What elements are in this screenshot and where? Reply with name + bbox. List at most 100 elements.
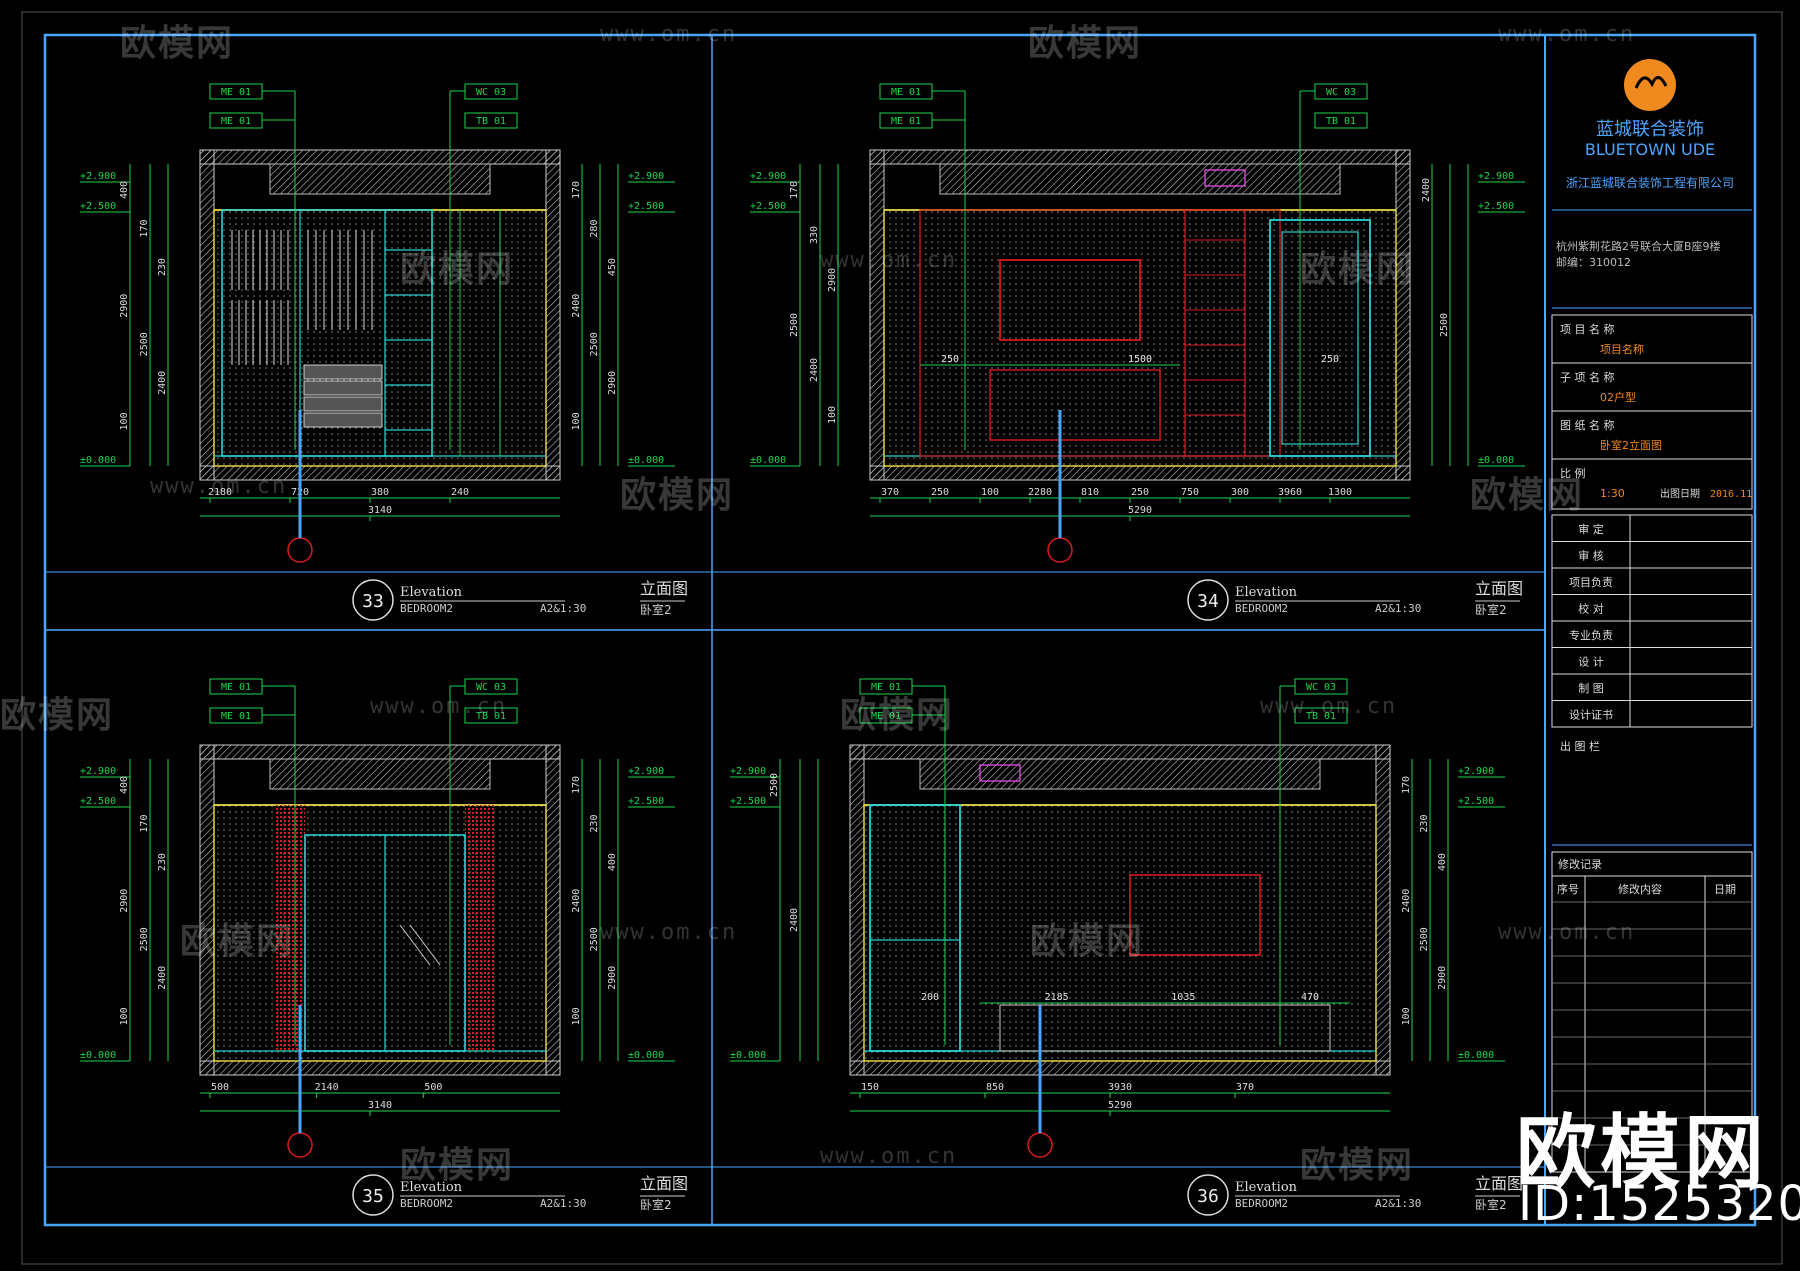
side-cabinet (1184, 209, 1246, 457)
material-tag-box (1314, 112, 1368, 129)
revision-label: 修改记录 (1558, 857, 1602, 871)
dimension-text-left: 170 (139, 220, 150, 238)
ceiling-slab (849, 744, 1391, 760)
signoff-label: 校 对 (1578, 602, 1604, 616)
level-mark-right: ±0.000 (1458, 1050, 1494, 1061)
dimension-text-bottom: 2140 (315, 1082, 339, 1093)
material-tag-tb01: TB 01 (1306, 711, 1336, 722)
door-leaf (1281, 231, 1359, 445)
wall-finish (213, 804, 547, 1062)
revision-col-header: 日期 (1714, 883, 1736, 896)
elevation-scale: A2&1:30 (540, 1197, 586, 1210)
floor-slab (199, 465, 561, 481)
company-name: 浙江蓝城联合装饰工程有限公司 (1566, 175, 1734, 190)
tv-panel (999, 259, 1141, 341)
level-mark-left: +2.500 (80, 796, 116, 807)
dimension-text-left: 230 (157, 258, 168, 276)
dimension-text-inner: 250 (941, 354, 959, 365)
dimension-text-left: 100 (827, 406, 838, 424)
dimension-text-right: 2900 (607, 371, 618, 395)
level-mark-left: +2.900 (750, 171, 786, 182)
dimension-text-left: 330 (809, 226, 820, 244)
bed-base (999, 1004, 1331, 1052)
elevation-room-cn: 卧室2 (1475, 1197, 1507, 1212)
material-tag-me01: ME 01 (891, 87, 921, 98)
ceiling-slab (199, 149, 561, 165)
dimension-text-bottom: 5290 (1128, 505, 1152, 516)
dimension-text-left: 230 (157, 853, 168, 871)
elevation-room-cn: 卧室2 (640, 602, 672, 617)
dimension-text-right: 400 (1437, 853, 1448, 871)
level-mark-right: +2.500 (628, 201, 664, 212)
material-tag-wc03: WC 03 (1306, 682, 1336, 693)
material-tag-me01: ME 01 (221, 682, 251, 693)
dimension-text-right: 400 (607, 853, 618, 871)
dimension-text-bottom: 100 (981, 487, 999, 498)
material-tag-tb01: TB 01 (476, 116, 506, 127)
info-value: 卧室2立面图 (1600, 438, 1662, 452)
drawer (303, 380, 383, 396)
info-label: 项 目 名 称 (1560, 322, 1615, 336)
material-tag-tb01: TB 01 (1326, 116, 1356, 127)
dimension-text-bottom: 300 (1231, 487, 1249, 498)
dimension-text-bottom: 810 (1081, 487, 1099, 498)
dimension-text-bottom: 3140 (368, 505, 392, 516)
elevation-number-circle (352, 579, 394, 621)
dimension-text-right: 100 (571, 1007, 582, 1025)
elevation-title-cn: 立面图 (640, 1174, 688, 1193)
ceiling-soffit (269, 758, 491, 790)
material-tag-me01: ME 01 (221, 116, 251, 127)
outer-border (21, 11, 1783, 1265)
info-label: 图 纸 名 称 (1560, 418, 1615, 432)
watermark-id: ID:1525320 (1518, 1176, 1800, 1232)
dimension-text-left: 2400 (157, 371, 168, 395)
signoff-label: 设 计 (1578, 656, 1604, 669)
dimension-text-inner: 250 (1321, 354, 1339, 365)
glass-reflection (409, 924, 441, 966)
dimension-text-left: 400 (119, 776, 130, 794)
level-mark-right: +2.900 (628, 766, 664, 777)
info-value: 02户型 (1600, 390, 1636, 404)
dimension-text-left: 2900 (119, 294, 130, 318)
elevation-title-cn: 立面图 (640, 579, 688, 598)
dimension-text-left: 100 (119, 1007, 130, 1025)
drawer (303, 364, 383, 380)
dimension-text-right: 280 (589, 220, 600, 238)
dimension-text-bottom: 240 (451, 487, 469, 498)
feature-wall (919, 209, 1281, 457)
curtain-right (465, 805, 495, 1051)
right-wall (1395, 149, 1411, 481)
material-tag-wc03: WC 03 (476, 682, 506, 693)
dimension-text-bottom: 5290 (1108, 1100, 1132, 1111)
dimension-text-left: 400 (119, 181, 130, 199)
level-mark-right: ±0.000 (628, 1050, 664, 1061)
revision-box (1551, 851, 1753, 1173)
door-frame (869, 804, 961, 1052)
dimension-text-bottom: 380 (371, 487, 389, 498)
dimension-text-bottom: 370 (881, 487, 899, 498)
material-tag-wc03: WC 03 (1326, 87, 1356, 98)
material-tag-me01: ME 01 (221, 87, 251, 98)
dimension-text-bottom: 1300 (1328, 487, 1352, 498)
floor-slab (199, 1060, 561, 1076)
dimension-text-right: 100 (571, 412, 582, 430)
right-wall (545, 149, 561, 481)
dimension-text-right: 2400 (1421, 178, 1432, 202)
dimension-text-right: 2500 (1439, 313, 1450, 337)
ac-unit (979, 764, 1021, 782)
dimension-text-right: 230 (589, 815, 600, 833)
material-tag-me01: ME 01 (871, 682, 901, 693)
dimension-text-bottom: 150 (861, 1082, 879, 1093)
elevation-panel-36: +2.900+2.900+2.500+2.500±0.000±0.0002500… (730, 678, 1523, 1216)
info-extra-label: 出图日期 (1660, 487, 1700, 500)
stamp-label: 出 图 栏 (1560, 739, 1600, 753)
dimension-text-right: 2900 (1437, 966, 1448, 990)
revision-col-header: 修改内容 (1618, 882, 1662, 896)
dimension-text-right: 2500 (1419, 927, 1430, 951)
dimension-text-bottom: 500 (211, 1082, 229, 1093)
elevation-title-en: Elevation (400, 1180, 463, 1195)
floor-slab (869, 465, 1411, 481)
elevation-number: 35 (362, 1186, 384, 1207)
glass-reflection (399, 924, 431, 966)
elevation-room-en: BEDROOM2 (400, 1197, 453, 1210)
